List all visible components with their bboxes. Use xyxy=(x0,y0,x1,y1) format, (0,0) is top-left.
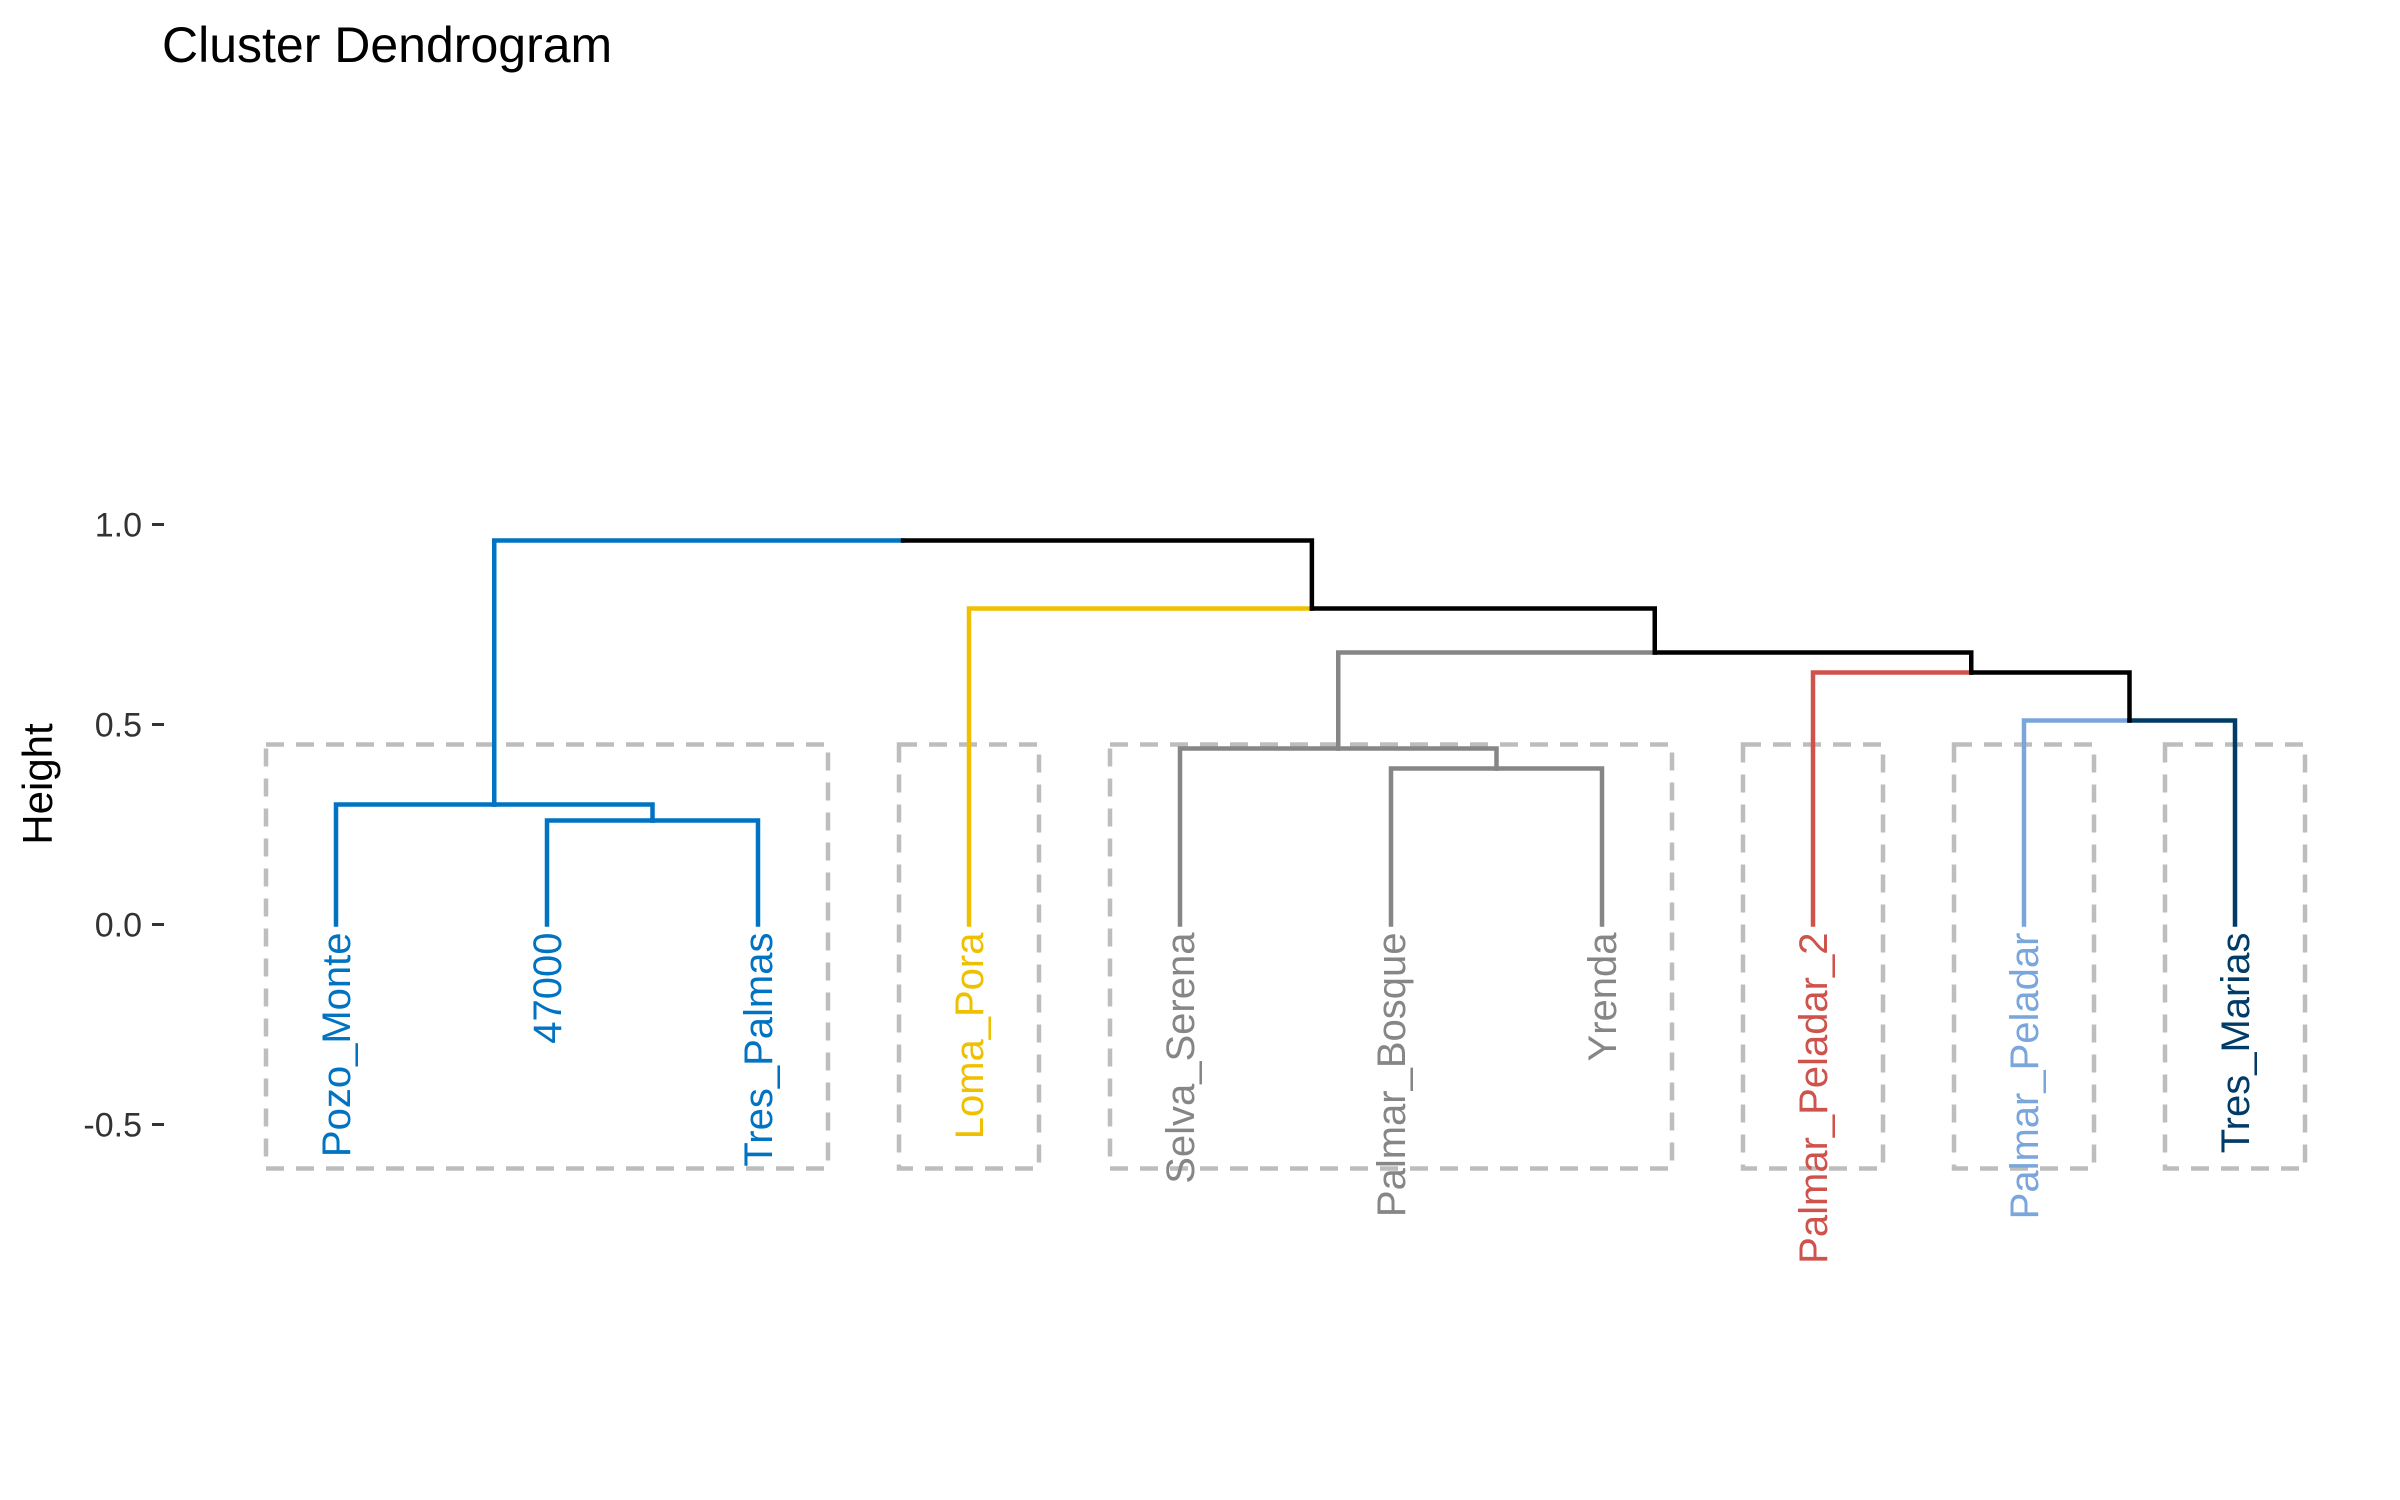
branch-right xyxy=(1309,606,1657,655)
branch-right xyxy=(1652,650,1974,675)
leaf-label: Loma_Pora xyxy=(948,932,992,1140)
y-tick-label: 0.5 xyxy=(95,707,142,745)
branch-right xyxy=(492,802,655,823)
branch-left xyxy=(2021,718,2132,927)
branch-right xyxy=(650,818,761,927)
leaf-label: Palmar_Peladar xyxy=(2003,933,2047,1220)
branch-left xyxy=(333,802,497,927)
branch-right xyxy=(1494,766,1605,927)
branch-right xyxy=(1969,670,2132,723)
branch-left xyxy=(1336,650,1657,751)
branch-left xyxy=(1177,746,1341,927)
branch-left xyxy=(1388,766,1499,927)
leaf-label: Palmar_Peladar_2 xyxy=(1792,933,1836,1264)
branch-right xyxy=(1336,746,1499,771)
cluster-rectangles xyxy=(263,742,2308,1171)
leaf-label: Selva_Serena xyxy=(1159,932,1203,1184)
y-tick-label: 1.0 xyxy=(95,507,142,545)
leaf-label: Pozo_Monte xyxy=(315,933,359,1158)
leaf-label: Tres_Marias xyxy=(2214,933,2258,1154)
branch-left xyxy=(966,606,1315,927)
branch-left xyxy=(492,538,906,807)
y-axis-label: Height xyxy=(14,723,61,845)
leaf-label: Palmar_Bosque xyxy=(1370,933,1414,1218)
leaf-label: Yrenda xyxy=(1581,932,1625,1062)
leaf-label: Tres_Palmas xyxy=(737,933,781,1167)
y-tick-label: -0.5 xyxy=(83,1107,142,1145)
leaf-label: 47000 xyxy=(526,933,570,1044)
y-axis: 1.0 0.5 0.0 -0.5 xyxy=(83,507,164,1145)
y-tick-label: 0.0 xyxy=(95,907,142,945)
branch-right xyxy=(900,538,1315,611)
chart-title: Cluster Dendrogram xyxy=(162,17,612,73)
leaf-labels: Pozo_Monte 47000 Tres_Palmas Loma_Pora Selva… xyxy=(315,932,2258,1264)
branch-right xyxy=(2127,718,2238,927)
dendrogram-branches xyxy=(333,538,2238,927)
cluster-rectangle xyxy=(263,742,831,1171)
branch-left xyxy=(1810,670,1974,927)
cluster-rectangle xyxy=(1107,742,1675,1171)
branch-left xyxy=(544,818,655,927)
